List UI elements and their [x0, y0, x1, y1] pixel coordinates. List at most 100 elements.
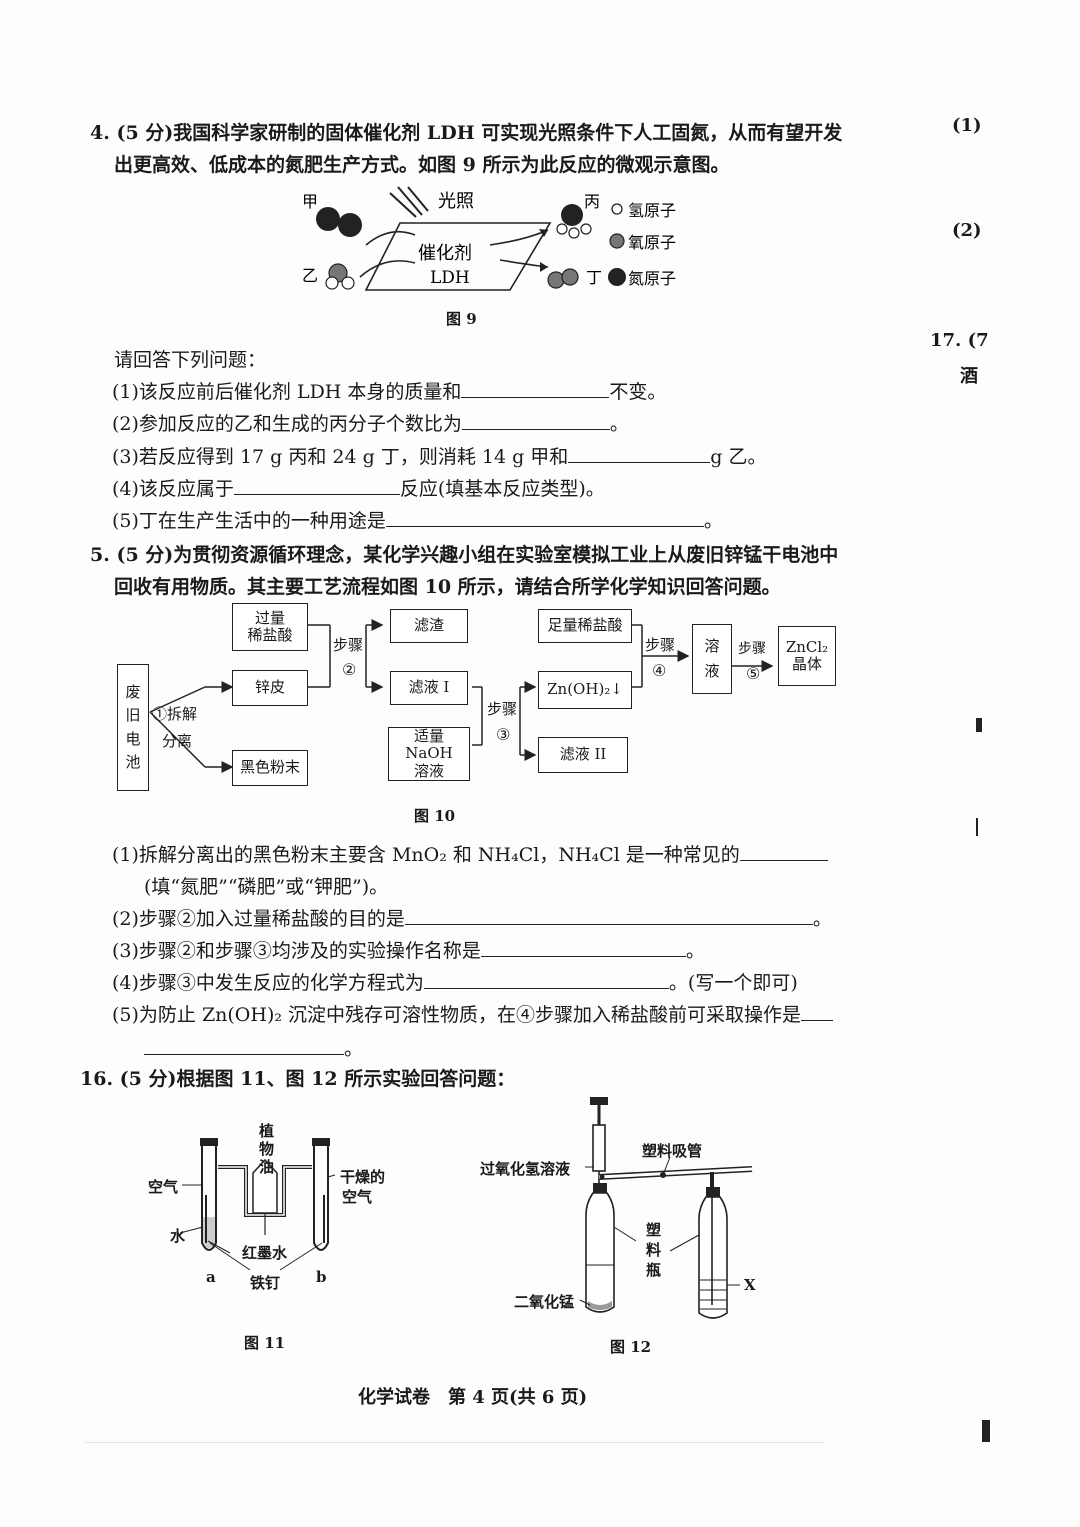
answer-blank[interactable] — [461, 397, 610, 398]
q5-title-line1: 5. (5 分)为贯彻资源循环理念，某化学兴趣小组在实验室模拟工业上从废旧锌锰干… — [90, 544, 839, 566]
box-black-powder: 黑色粉末 — [232, 750, 308, 786]
q5-title-line2: 回收有用物质。其主要工艺流程如图 10 所示，请结合所学化学知识回答问题。 — [114, 576, 781, 598]
nitrogen-atom — [316, 207, 340, 231]
q5-item-5: (5)为防止 Zn(OH)₂ 沉淀中残存可溶性物质，在④步骤加入稀盐酸前可采取操… — [112, 1000, 834, 1027]
label-air: 空气 — [148, 1178, 179, 1196]
figure-9-caption: 图 9 — [446, 310, 477, 328]
oxygen-atom — [561, 268, 579, 286]
label-red-ink: 红墨水 — [242, 1244, 288, 1262]
label-plastic-bottle: 塑料瓶 — [646, 1221, 662, 1279]
edge-mark — [976, 718, 982, 732]
q5-item-3: (3)步骤②和步骤③均涉及的实验操作名称是。 — [112, 940, 705, 962]
answer-blank[interactable] — [385, 526, 704, 527]
q4-title-line2: 出更高效、低成本的氮肥生产方式。如图 9 所示为此反应的微观示意图。 — [114, 154, 730, 176]
nitrogen-atom — [338, 213, 362, 237]
answer-blank[interactable] — [233, 494, 400, 495]
answer-blank[interactable] — [423, 988, 669, 989]
arrow-in — [365, 230, 416, 246]
answer-blank[interactable] — [568, 462, 711, 463]
legend-hydrogen: 氢原子 — [628, 201, 676, 220]
edge-fragment-1: (1) — [952, 115, 982, 136]
oxygen-atom — [547, 271, 565, 289]
label-light: 光照 — [438, 191, 474, 212]
box-waste-battery: 废旧电池 — [117, 664, 149, 791]
hydrogen-atom — [325, 276, 339, 290]
label-step2: 步骤 — [333, 636, 364, 654]
label-step1b: 分离 — [162, 732, 193, 750]
label-plant-oil: 植物油 — [259, 1122, 275, 1176]
edge-fragment-3: 17. (7 — [930, 330, 989, 351]
hydrogen-atom — [341, 276, 355, 290]
label-x: X — [744, 1276, 756, 1294]
footer-divider — [85, 1442, 825, 1443]
q4-item-4: (4)该反应属于反应(填基本反应类型)。 — [112, 478, 605, 500]
box-filter-residue: 滤渣 — [390, 609, 468, 643]
q4-item-2: (2)参加反应的乙和生成的丙分子个数比为。 — [112, 413, 629, 435]
label-water: 水 — [170, 1227, 186, 1245]
legend-nitrogen-icon — [608, 268, 626, 286]
label-step4-num: ④ — [652, 661, 667, 680]
legend-oxygen-icon — [609, 233, 625, 249]
figure-9-diagram: 甲 乙 催化剂 LDH 光照 丙 丁 氢原子 氧原子 氮原子 — [302, 186, 676, 291]
label-mno2: 二氧化锰 — [514, 1293, 575, 1311]
figure-10-lines — [149, 619, 774, 773]
q16-title: 16. (5 分)根据图 11、图 12 所示实验回答问题： — [80, 1068, 516, 1090]
figure-11-caption: 图 11 — [244, 1334, 286, 1352]
box-zinc-hydroxide: Zn(OH)₂↓ — [538, 671, 632, 709]
box-sufficient-hcl: 足量稀盐酸 — [538, 609, 632, 643]
hydrogen-atom — [568, 227, 580, 239]
edge-mark — [982, 1420, 990, 1442]
arrow-in — [359, 260, 416, 278]
label-dry-air-2: 空气 — [342, 1188, 373, 1206]
q4-title-line1: 4. (5 分)我国科学家研制的固体催化剂 LDH 可实现光照条件下人工固氮，从… — [90, 122, 843, 144]
label-dry-air-1: 干燥的 — [340, 1168, 386, 1186]
label-step3-num: ③ — [496, 725, 511, 744]
label-tube-b: b — [316, 1268, 327, 1286]
label-plastic-straw: 塑料吸管 — [642, 1142, 703, 1160]
label-step5: 步骤 — [738, 641, 766, 657]
figure-11-diagram — [179, 1138, 336, 1271]
answer-blank[interactable] — [461, 429, 610, 430]
q4-item-1: (1)该反应前后催化剂 LDH 本身的质量和不变。 — [112, 381, 667, 403]
nitrogen-atom — [561, 204, 583, 226]
label-tube-a: a — [206, 1268, 216, 1286]
edge-fragment-4: 酒 — [960, 366, 978, 387]
label-iron-nail: 铁钉 — [250, 1274, 281, 1292]
label-yi: 乙 — [302, 266, 318, 285]
answer-blank[interactable] — [404, 924, 813, 925]
arrow-out — [489, 229, 549, 246]
label-step1a: ①拆解 — [152, 705, 198, 723]
q5-item-2: (2)步骤②加入过量稀盐酸的目的是。 — [112, 908, 832, 930]
q4-item-5: (5)丁在生产生活中的一种用途是。 — [112, 510, 723, 532]
label-jia: 甲 — [302, 192, 318, 211]
q5-item-4: (4)步骤③中发生反应的化学方程式为。(写一个即可) — [112, 972, 798, 994]
answer-blank[interactable] — [739, 860, 828, 861]
legend-hydrogen-icon — [611, 203, 623, 215]
q5-item-1: (1)拆解分离出的黑色粉末主要含 MnO₂ 和 NH₄Cl，NH₄Cl 是一种常… — [112, 840, 828, 867]
q5-item-1-cont: (填“氮肥”“磷肥”或“钾肥”)。 — [144, 876, 389, 898]
edge-mark — [976, 818, 978, 836]
answer-blank[interactable] — [480, 956, 686, 957]
label-step4: 步骤 — [645, 636, 676, 654]
figure-10-caption: 图 10 — [414, 807, 456, 825]
legend-nitrogen: 氮原子 — [628, 269, 676, 288]
box-filtrate-1: 滤液 I — [390, 671, 468, 705]
legend-oxygen: 氧原子 — [628, 233, 676, 252]
q4-prompt: 请回答下列问题： — [114, 349, 267, 371]
label-step2-num: ② — [342, 660, 357, 679]
box-excess-hcl: 过量稀盐酸 — [232, 603, 308, 651]
figure-12-diagram — [579, 1097, 753, 1319]
answer-blank[interactable] — [144, 1054, 344, 1055]
label-h2o2-solution: 过氧化氢溶液 — [480, 1160, 571, 1178]
answer-blank[interactable] — [801, 1020, 834, 1021]
box-zinc-skin: 锌皮 — [232, 670, 308, 706]
catalyst-plate — [364, 222, 552, 291]
edge-fragment-2: (2) — [952, 220, 982, 241]
label-catalyst: 催化剂 — [418, 243, 472, 264]
figure-12-caption: 图 12 — [610, 1338, 652, 1356]
label-bing: 丙 — [584, 192, 600, 211]
box-filtrate-2: 滤液 II — [538, 737, 628, 773]
